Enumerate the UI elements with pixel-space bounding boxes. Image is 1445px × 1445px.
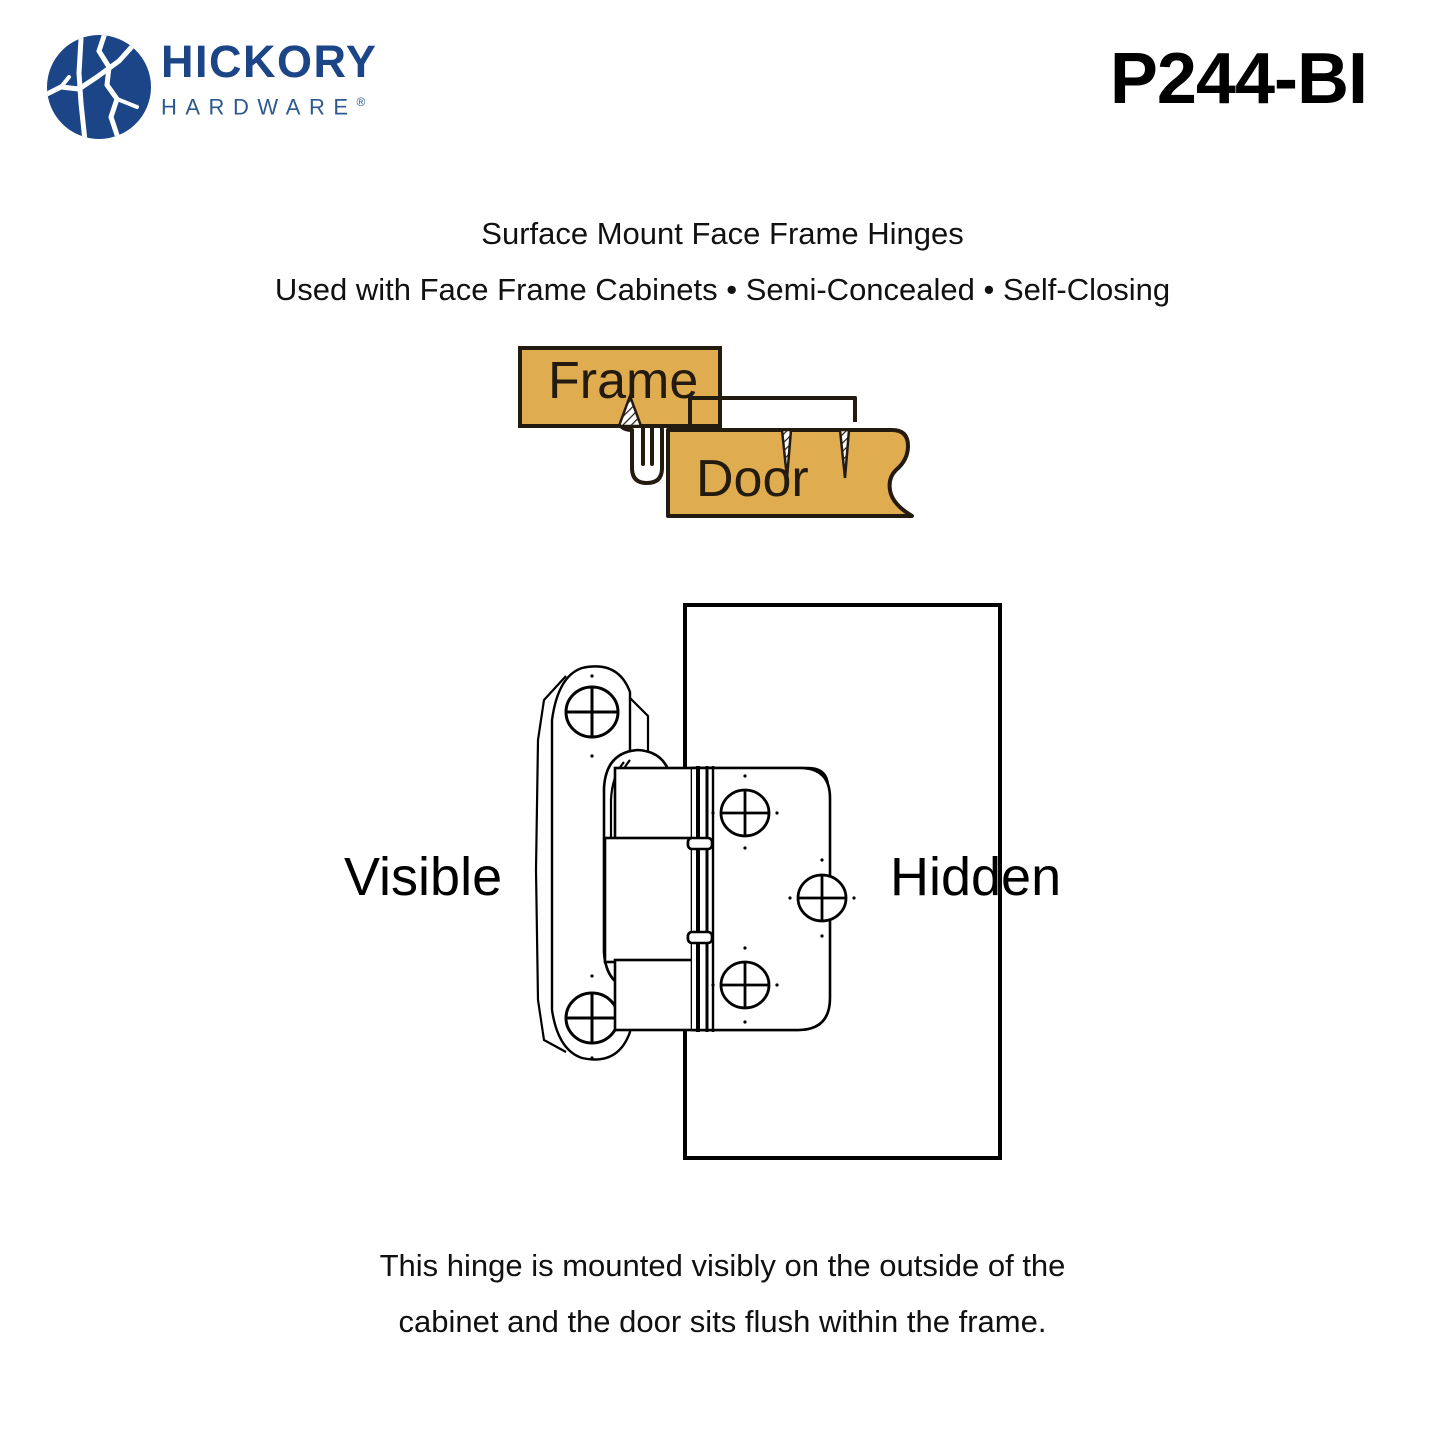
hinge-svg: Visible Hidden	[344, 603, 1061, 1160]
frame-door-cross-section-diagram: Frame Door	[500, 318, 1000, 558]
frame-door-svg: Frame Door	[518, 346, 914, 518]
hidden-label: Hidden	[890, 847, 1061, 907]
footer-caption: This hinge is mounted visibly on the out…	[0, 1238, 1445, 1350]
visible-label: Visible	[344, 847, 502, 907]
screw-head-plate-middle	[796, 873, 848, 923]
frame-label: Frame	[548, 352, 698, 410]
registered-trademark-icon: ®	[356, 95, 366, 109]
subtitle-secondary: Used with Face Frame Cabinets • Semi-Con…	[274, 272, 1171, 307]
screw-head-plate-bottom	[719, 960, 771, 1010]
product-code: P244-BI	[1109, 39, 1368, 119]
brand-hardware-text: HARDWARE	[161, 94, 357, 120]
caption-line-2: cabinet and the door sits flush within t…	[398, 1304, 1047, 1339]
brand-wordmark: HICKORY HARDWARE®	[161, 33, 377, 122]
hinge-technical-drawing: Visible Hidden	[330, 580, 1090, 1180]
subtitle-primary: Surface Mount Face Frame Hinges	[481, 216, 964, 251]
screw-head-plate-top	[719, 788, 771, 838]
brand-name-hickory: HICKORY	[161, 36, 378, 87]
hickory-cracked-circle-logo-icon	[47, 35, 151, 139]
page-header: HICKORY HARDWARE® P244-BI	[0, 0, 1445, 160]
door-label: Door	[696, 450, 809, 508]
screw-head-top-left	[564, 685, 620, 739]
subtitle-block: Surface Mount Face Frame Hinges Used wit…	[0, 212, 1445, 312]
brand-name-hardware: HARDWARE®	[161, 87, 377, 122]
screw-head-bottom-left	[564, 991, 620, 1045]
caption-line-1: This hinge is mounted visibly on the out…	[379, 1248, 1066, 1283]
brand-logo: HICKORY HARDWARE®	[45, 33, 377, 141]
